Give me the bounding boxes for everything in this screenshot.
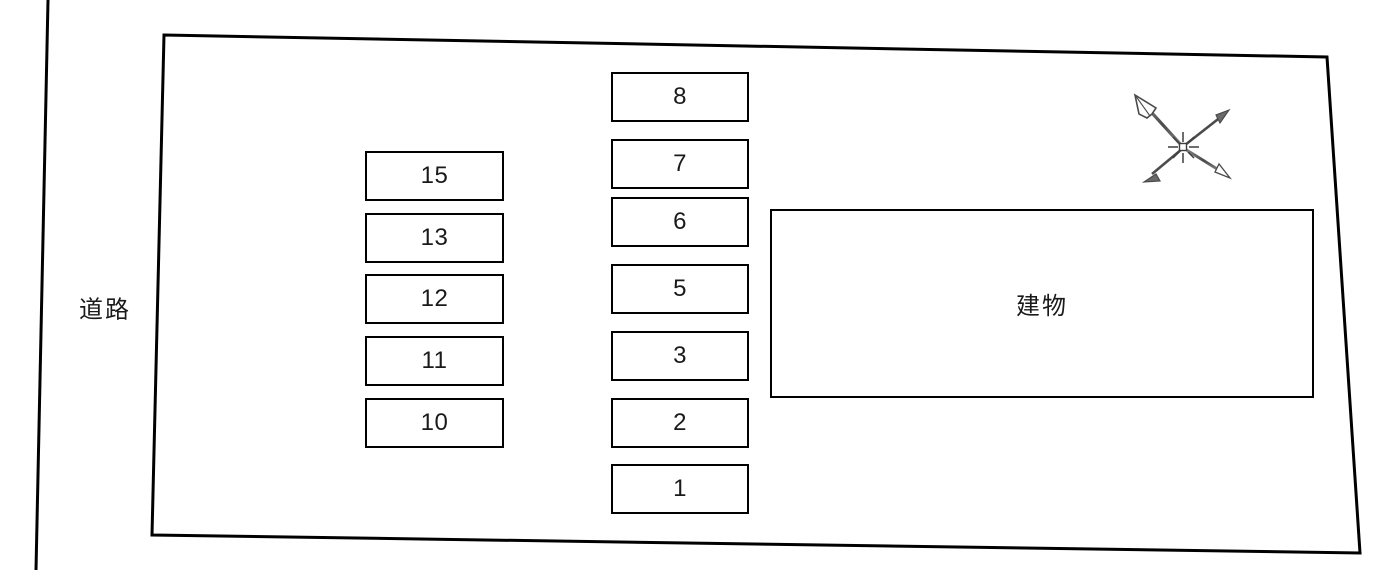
building-label: 建物 <box>1016 293 1068 320</box>
parking-stall-number: 12 <box>420 285 449 312</box>
parking-stall-1[interactable]: 1 <box>611 464 749 514</box>
parking-stall-12[interactable]: 12 <box>365 274 504 324</box>
compass-arrow-south-east <box>1184 147 1233 180</box>
parking-stall-number: 1 <box>673 475 687 502</box>
parking-stall-7[interactable]: 7 <box>611 139 749 189</box>
parking-stall-number: 10 <box>420 409 449 436</box>
parking-stall-number: 8 <box>673 83 687 110</box>
building-block[interactable]: 建物 <box>770 209 1314 398</box>
road-boundary-line <box>34 0 50 570</box>
parking-stall-number: 2 <box>673 409 687 436</box>
parking-stall-13[interactable]: 13 <box>365 213 504 263</box>
parking-stall-3[interactable]: 3 <box>611 331 749 381</box>
parking-stall-6[interactable]: 6 <box>611 197 749 247</box>
property-boundary-outline <box>150 33 1362 555</box>
parking-stall-8[interactable]: 8 <box>611 72 749 122</box>
north-arrow-compass-rose-icon <box>1130 92 1240 192</box>
parking-stall-number: 5 <box>673 275 687 302</box>
parking-stall-11[interactable]: 11 <box>365 336 504 386</box>
parking-stall-2[interactable]: 2 <box>611 398 749 448</box>
compass-center-starburst-icon <box>1168 132 1199 163</box>
parking-stall-15[interactable]: 15 <box>365 151 504 201</box>
parking-stall-number: 3 <box>673 342 687 369</box>
parking-stall-number: 13 <box>420 224 449 251</box>
parking-stall-10[interactable]: 10 <box>365 398 504 448</box>
parking-stall-5[interactable]: 5 <box>611 264 749 314</box>
parking-stall-number: 6 <box>673 208 687 235</box>
parking-stall-number: 7 <box>673 150 687 177</box>
parking-stall-number: 11 <box>421 347 448 374</box>
parking-stall-number: 15 <box>420 162 449 189</box>
road-label: 道路 <box>79 296 131 324</box>
